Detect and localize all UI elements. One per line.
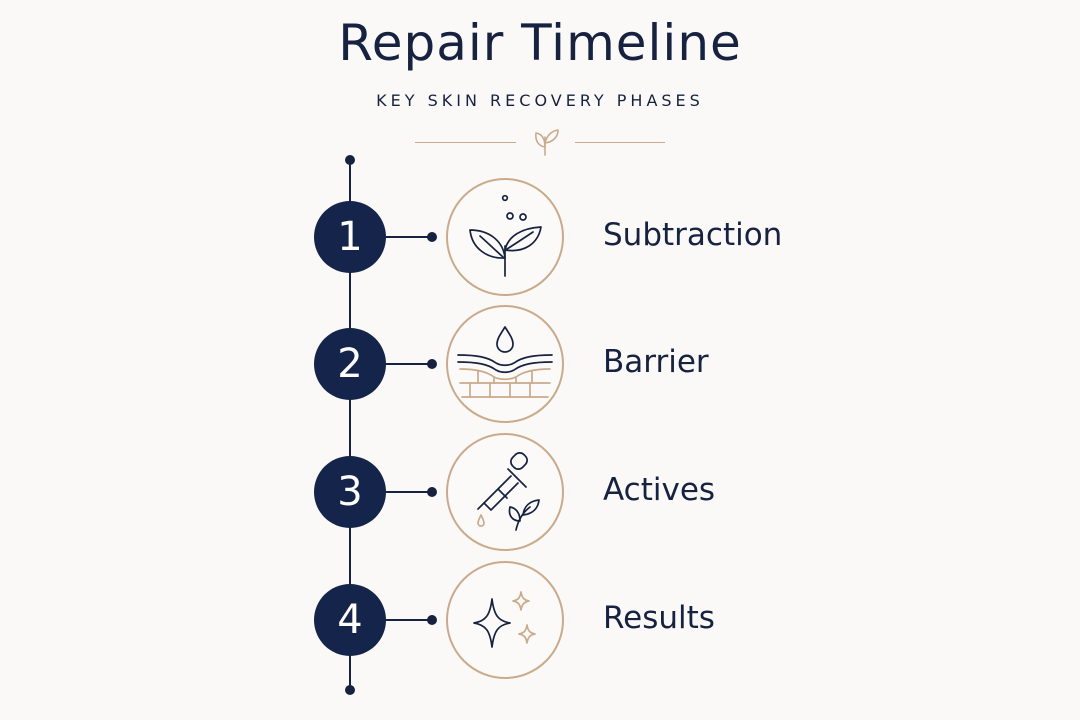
connector-dot [427, 487, 437, 497]
timeline-step-1: 1 Subtraction [0, 177, 1080, 297]
step-connector [386, 363, 432, 365]
skin-barrier-icon [457, 326, 553, 398]
step-connector [386, 619, 432, 621]
divider-right [575, 142, 665, 143]
dropper-icon [477, 452, 540, 531]
step-connector [386, 491, 432, 493]
page-subtitle: KEY SKIN RECOVERY PHASES [376, 91, 704, 110]
step-number-badge: 1 [314, 201, 386, 273]
leaves-icon [469, 194, 542, 277]
timeline-start-dot [345, 155, 355, 165]
step-number-badge: 4 [314, 584, 386, 656]
timeline-step-4: 4 Results [0, 560, 1080, 680]
step-connector [386, 236, 432, 238]
connector-dot [427, 359, 437, 369]
sprout-icon [535, 129, 559, 156]
page-title: Repair Timeline [338, 14, 742, 72]
timeline-step-2: 2 Barrier [0, 304, 1080, 424]
step-icon-circle [446, 433, 564, 551]
divider-left [415, 142, 516, 143]
step-icon-circle [446, 561, 564, 679]
sparkles-icon [473, 591, 536, 648]
connector-dot [427, 232, 437, 242]
timeline-step-3: 3 Actives [0, 432, 1080, 552]
step-label: Barrier [603, 344, 709, 380]
step-label: Results [603, 600, 715, 636]
step-icon-circle [446, 305, 564, 423]
timeline-line [349, 160, 351, 690]
step-icon-circle [446, 178, 564, 296]
step-number-badge: 2 [314, 328, 386, 400]
step-label: Actives [603, 472, 716, 508]
connector-dot [427, 615, 437, 625]
step-number-badge: 3 [314, 456, 386, 528]
step-label: Subtraction [603, 217, 783, 253]
timeline-end-dot [345, 685, 355, 695]
